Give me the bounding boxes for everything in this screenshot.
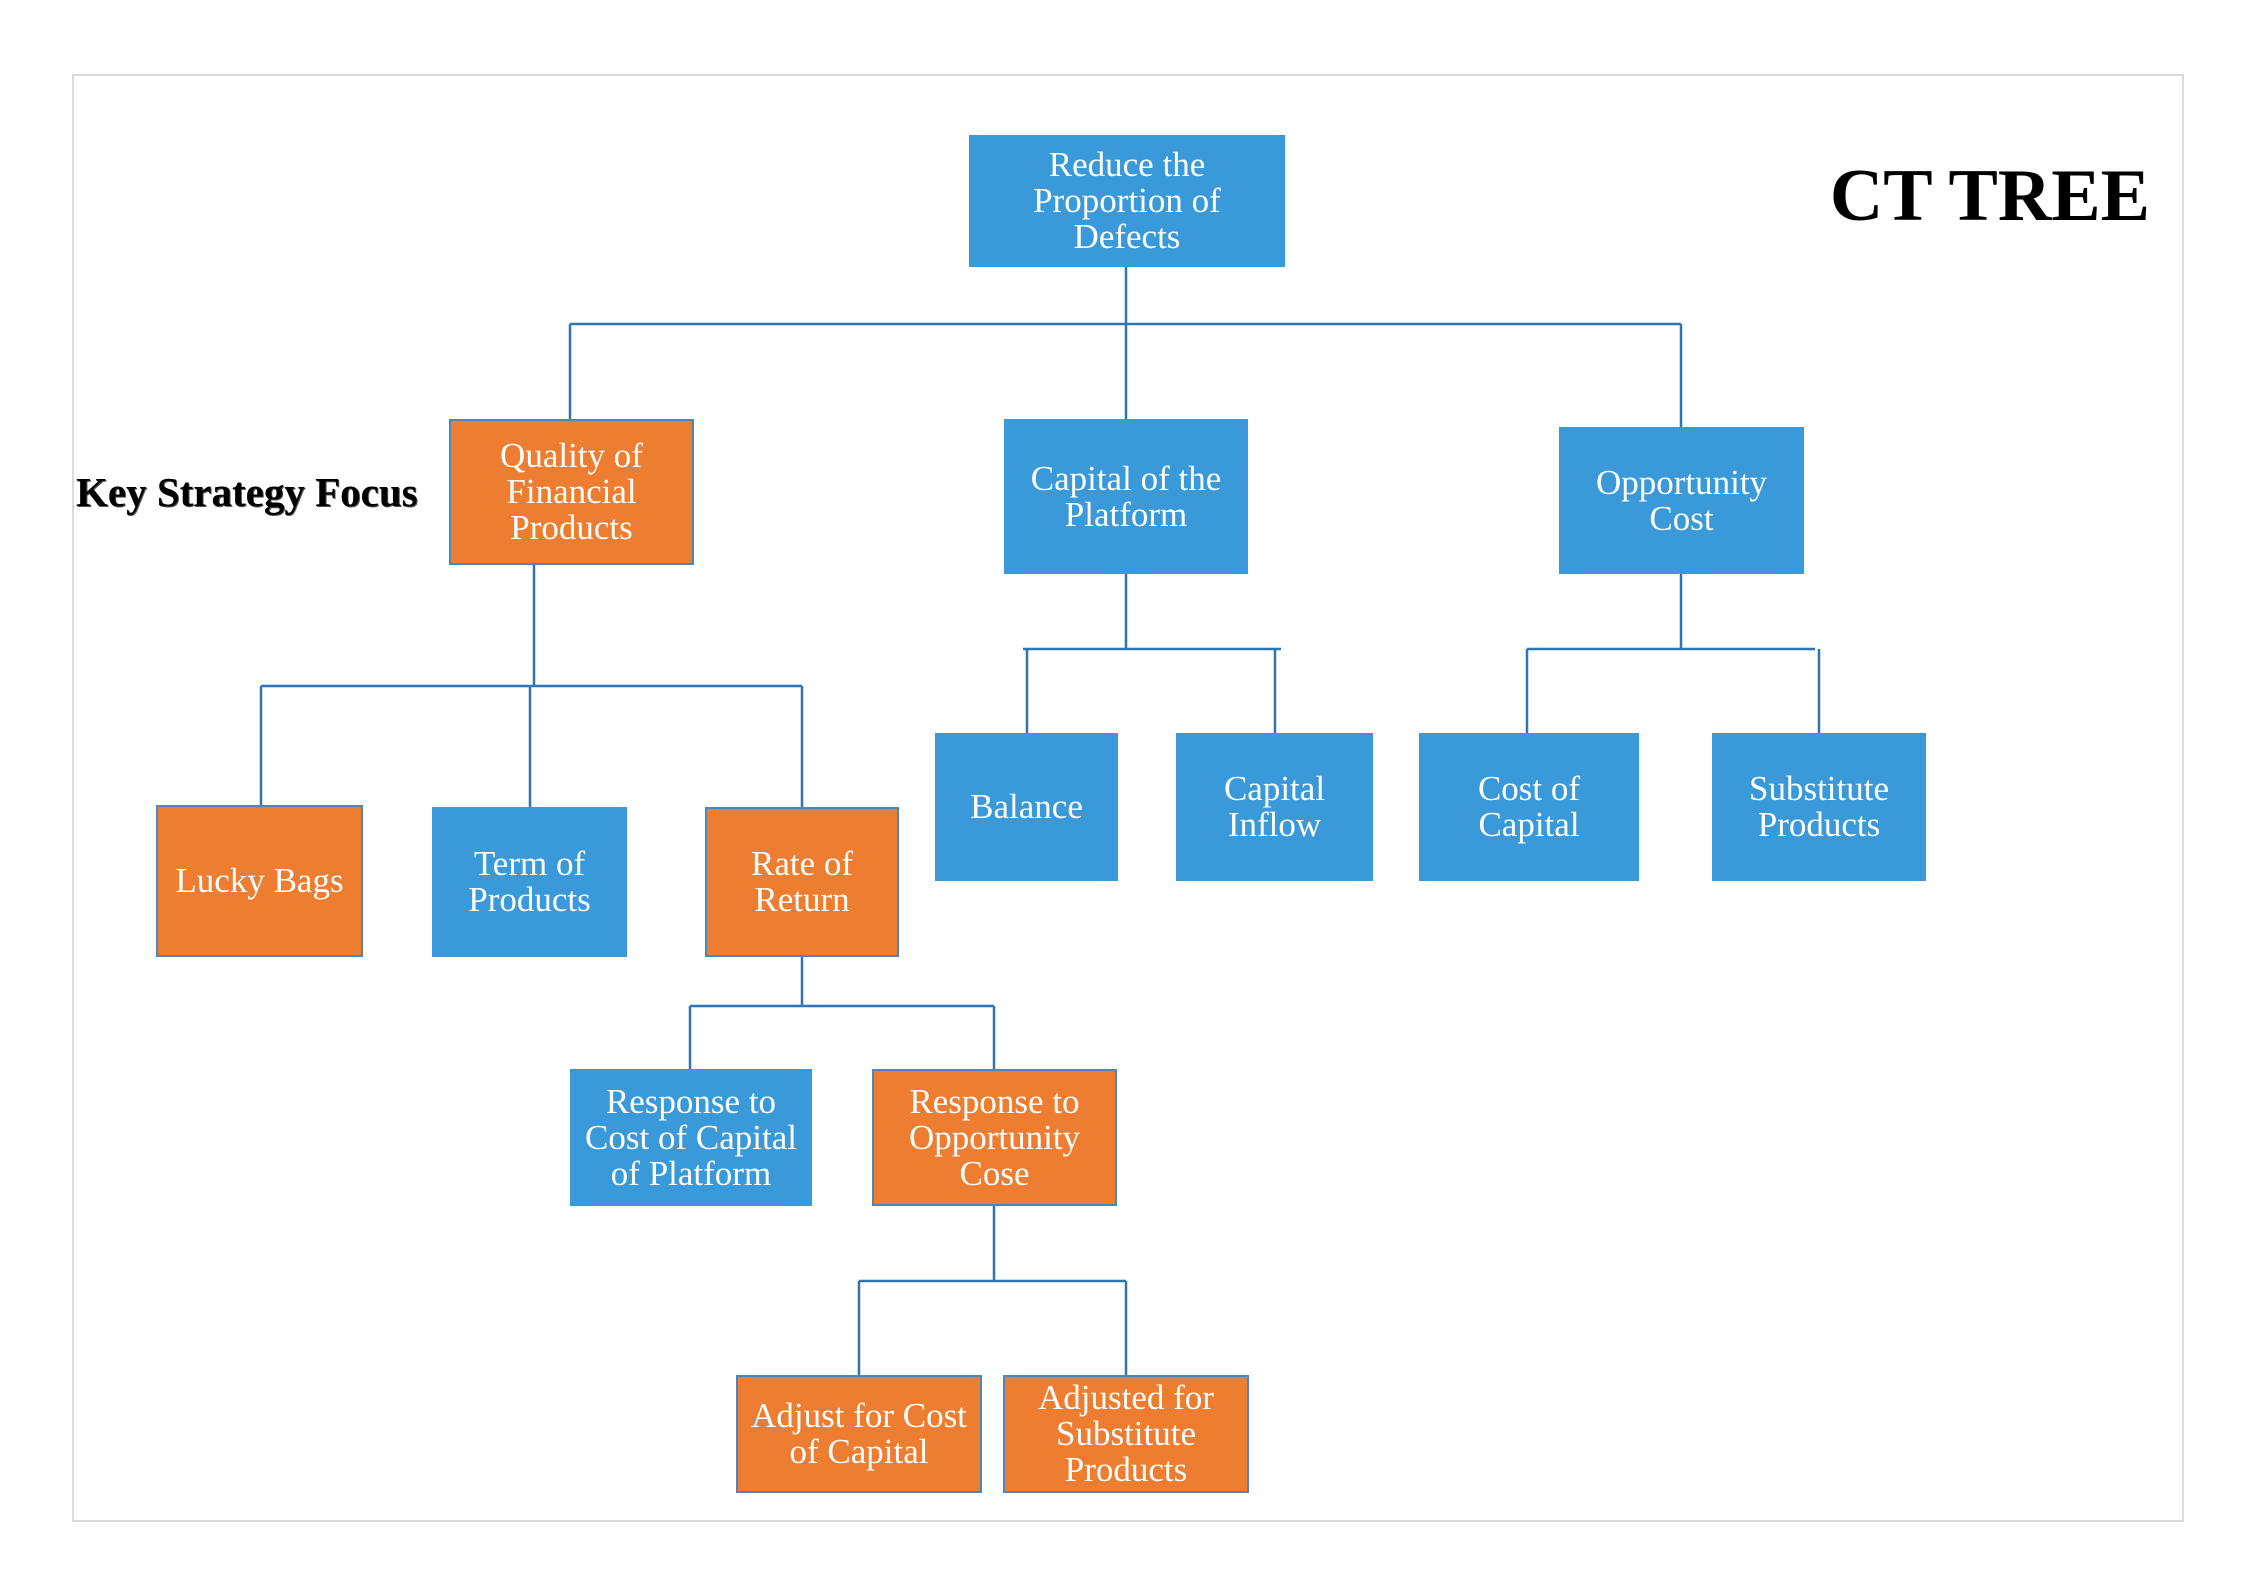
node-substitute-products: Substitute Products <box>1712 733 1926 881</box>
node-balance: Balance <box>935 733 1118 881</box>
node-lucky-bags-label: Lucky Bags <box>175 861 344 900</box>
node-substitute-products-label: Substitute Products <box>1748 769 1890 844</box>
node-quality-label: Quality of Financial Products <box>500 436 643 547</box>
node-adjust-cost-capital-label: Adjust for Cost of Capital <box>751 1396 967 1471</box>
node-capital-of-platform: Capital of the Platform <box>1004 419 1248 574</box>
node-response-cost-of-capital: Response to Cost of Capital of Platform <box>570 1069 812 1206</box>
node-root: Reduce the Proportion of Defects <box>969 135 1285 267</box>
node-rate-return-label: Rate of Return <box>750 844 854 919</box>
node-opportunity-cost: Opportunity Cost <box>1559 427 1804 574</box>
key-strategy-focus-label: Key Strategy Focus <box>76 469 418 515</box>
node-response-opportunity-cose: Response to Opportunity Cose <box>872 1069 1117 1206</box>
node-balance-label: Balance <box>970 787 1083 826</box>
node-capital-inflow-label: Capital Inflow <box>1223 769 1326 844</box>
node-adjust-cost-of-capital: Adjust for Cost of Capital <box>736 1375 982 1493</box>
node-quality-financial-products: Quality of Financial Products <box>449 419 694 565</box>
node-resp-cost-capital-label: Response to Cost of Capital of Platform <box>585 1081 797 1193</box>
node-term-products-label: Term of Products <box>468 844 591 919</box>
node-capital-platform-label: Capital of the Platform <box>1030 458 1222 534</box>
diagram-title: CT TREE <box>1829 155 2150 237</box>
node-adjusted-substitute-label: Adjusted for Substitute Products <box>1038 1378 1214 1489</box>
diagram-frame <box>72 74 2184 1522</box>
node-cost-capital-label: Cost of Capital <box>1477 769 1581 844</box>
node-capital-inflow: Capital Inflow <box>1176 733 1373 881</box>
node-opportunity-cost-label: Opportunity Cost <box>1595 462 1768 538</box>
node-adjusted-substitute-products: Adjusted for Substitute Products <box>1003 1375 1249 1493</box>
node-rate-of-return: Rate of Return <box>705 807 899 957</box>
node-root-label: Reduce the Proportion of Defects <box>1033 145 1221 256</box>
node-term-of-products: Term of Products <box>432 807 627 957</box>
node-cost-of-capital: Cost of Capital <box>1419 733 1639 881</box>
node-resp-opportunity-label: Response to Opportunity Cose <box>908 1081 1081 1193</box>
node-lucky-bags: Lucky Bags <box>156 805 363 957</box>
